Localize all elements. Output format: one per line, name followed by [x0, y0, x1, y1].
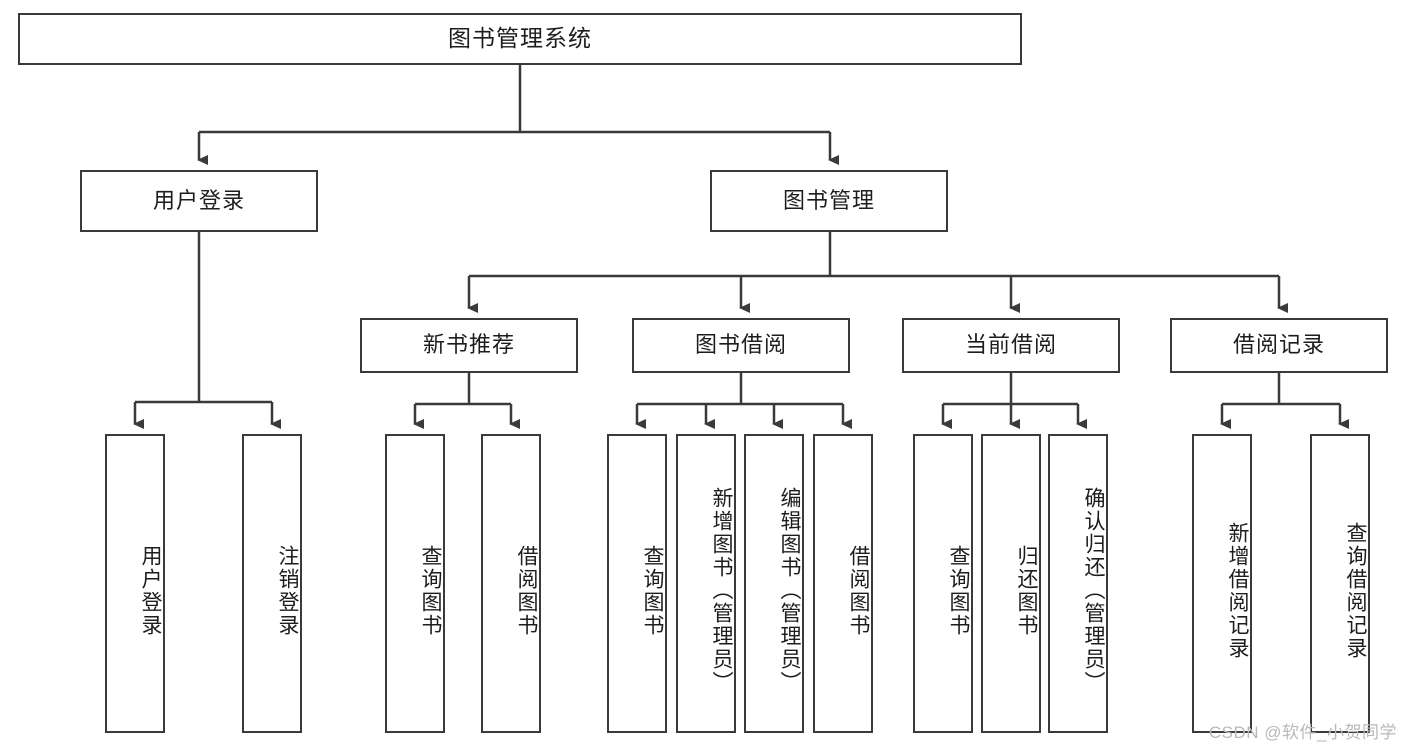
node-label: 图书管理	[782, 187, 875, 213]
node-label: 用户登录	[139, 544, 162, 637]
node-label: 查询图书	[419, 544, 442, 637]
node-label: 新增借阅记录	[1226, 521, 1249, 660]
leaf-user-logout[interactable]: 注销登录	[242, 434, 302, 733]
node-label: 当前借阅	[964, 332, 1057, 358]
leaf-current-return-book[interactable]: 归还图书	[981, 434, 1041, 733]
leaf-borrow-add-book-admin[interactable]: 新增图书（管理员）	[676, 434, 736, 733]
node-book-management[interactable]: 图书管理	[710, 170, 948, 232]
node-label: 借阅图书	[515, 544, 538, 637]
leaf-recommend-borrow-book[interactable]: 借阅图书	[481, 434, 541, 733]
node-borrow-record[interactable]: 借阅记录	[1170, 318, 1388, 373]
leaf-borrow-query-book[interactable]: 查询图书	[607, 434, 667, 733]
node-label: 注销登录	[276, 544, 299, 637]
node-label: 图书管理系统	[448, 25, 592, 52]
leaf-record-add-record[interactable]: 新增借阅记录	[1192, 434, 1252, 733]
node-user-login[interactable]: 用户登录	[80, 170, 318, 232]
node-current-borrow[interactable]: 当前借阅	[902, 318, 1120, 373]
node-label: 确认归还（管理员）	[1082, 487, 1105, 694]
leaf-borrow-borrow-book[interactable]: 借阅图书	[813, 434, 873, 733]
node-label: 归还图书	[1015, 544, 1038, 637]
node-label: 借阅图书	[847, 544, 870, 637]
leaf-current-query-book[interactable]: 查询图书	[913, 434, 973, 733]
node-new-book-recommend[interactable]: 新书推荐	[360, 318, 578, 373]
node-label: 查询图书	[947, 544, 970, 637]
leaf-user-login[interactable]: 用户登录	[105, 434, 165, 733]
node-label: 借阅记录	[1232, 332, 1325, 358]
node-root-system[interactable]: 图书管理系统	[18, 13, 1022, 65]
node-label: 新增图书（管理员）	[710, 487, 733, 694]
node-label: 查询借阅记录	[1344, 521, 1367, 660]
node-label: 用户登录	[152, 187, 245, 213]
node-label: 新书推荐	[422, 332, 515, 358]
node-book-borrow[interactable]: 图书借阅	[632, 318, 850, 373]
leaf-borrow-edit-book-admin[interactable]: 编辑图书（管理员）	[744, 434, 804, 733]
watermark-text: CSDN @软件_小贺同学	[1208, 723, 1397, 742]
node-label: 编辑图书（管理员）	[778, 487, 801, 694]
leaf-current-confirm-return-admin[interactable]: 确认归还（管理员）	[1048, 434, 1108, 733]
leaf-record-query-record[interactable]: 查询借阅记录	[1310, 434, 1370, 733]
node-label: 图书借阅	[694, 332, 787, 358]
node-label: 查询图书	[641, 544, 664, 637]
leaf-recommend-query-book[interactable]: 查询图书	[385, 434, 445, 733]
